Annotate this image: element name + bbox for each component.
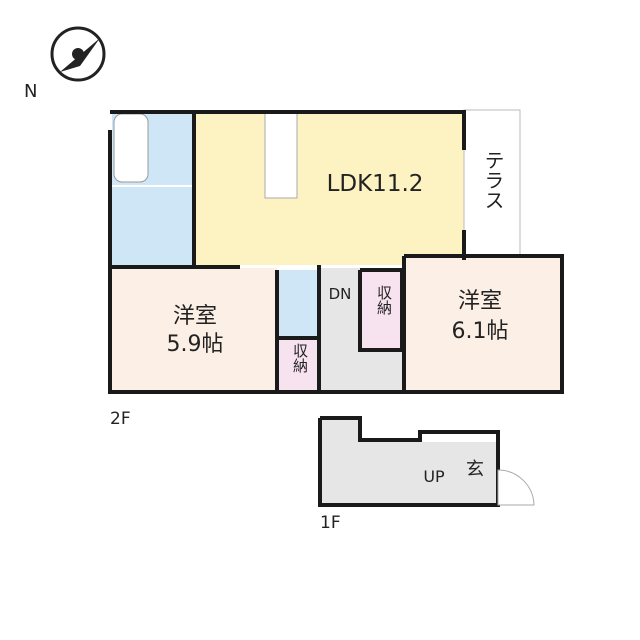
- storage-2-label: 収納: [375, 285, 393, 315]
- room-western-1: [112, 268, 277, 390]
- storage-1: [279, 340, 317, 390]
- terrace-label: テラス: [481, 150, 505, 210]
- toilet: [279, 270, 317, 337]
- stairs-landing: [320, 350, 402, 390]
- room-ldk: [195, 110, 464, 265]
- compass-north-label: N: [24, 81, 38, 102]
- room-western-1-size: 5.9帖: [166, 332, 224, 357]
- room-western-1-name: 洋室: [172, 304, 217, 329]
- room-western-2: [404, 258, 560, 390]
- washroom: [112, 187, 195, 265]
- floor-1f-label: 1F: [320, 513, 341, 533]
- door-swing: [497, 469, 535, 506]
- entrance-label: 玄: [466, 459, 484, 480]
- stairs-up-label: UP: [423, 467, 445, 486]
- floor-2f-label: 2F: [110, 409, 131, 429]
- stairs-down-label: DN: [328, 285, 352, 303]
- north-arrow-icon: [50, 26, 106, 82]
- storage-1-label: 収納: [291, 343, 309, 373]
- stairs-1f-run: [358, 442, 496, 503]
- walls: [108, 110, 564, 507]
- room-ldk-label: LDK11.2: [326, 171, 424, 197]
- stairs-1f: [322, 420, 358, 503]
- room-western-2-name: 洋室: [457, 289, 502, 314]
- room-western-2-size: 6.1帖: [451, 319, 509, 344]
- storage-2: [362, 270, 402, 350]
- bathtub: [113, 113, 149, 183]
- kitchen-counter: [264, 111, 298, 199]
